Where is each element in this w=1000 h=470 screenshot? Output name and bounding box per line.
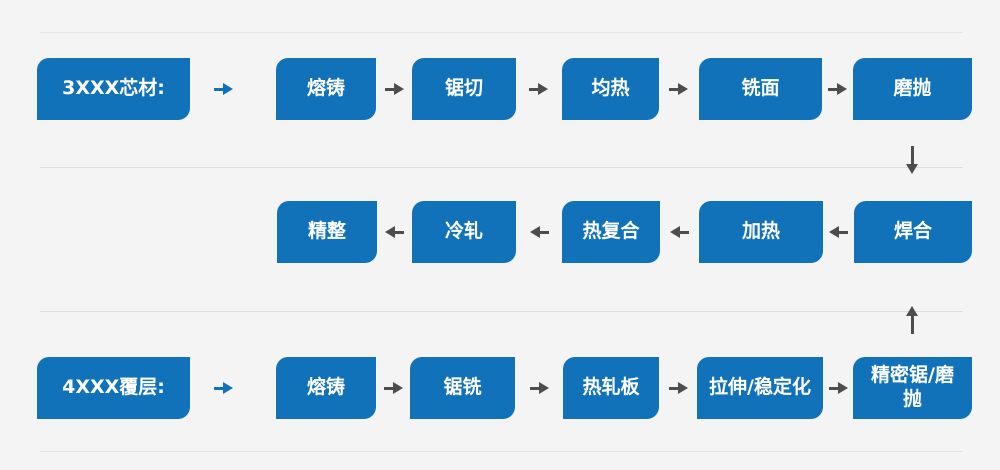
row1-label-box: 3XXX芯材: (37, 58, 190, 120)
arrow-left-icon (670, 226, 689, 238)
step-box-r2-s2: 冷轧 (412, 201, 516, 263)
arrow-right-icon (829, 382, 848, 394)
arrow-right-icon (385, 83, 404, 95)
arrow-right-icon (669, 83, 688, 95)
step-box-r3-s4: 拉伸/稳定化 (697, 357, 823, 419)
arrow-up-icon (906, 306, 918, 334)
step-box-r3-s1: 熔铸 (276, 357, 376, 419)
divider-top (40, 32, 963, 33)
step-box-r1-s2: 锯切 (412, 58, 516, 120)
step-box-r2-s1: 精整 (277, 201, 377, 263)
step-box-r3-s3: 热轧板 (563, 357, 659, 419)
step-box-r2-s5: 焊合 (854, 201, 972, 263)
step-box-r3-s5: 精密锯/磨抛 (853, 357, 972, 419)
step-box-r1-s5: 磨抛 (853, 58, 972, 120)
row3-label-box: 4XXX覆层: (37, 357, 190, 419)
step-box-r3-s2: 锯铣 (410, 357, 515, 419)
arrow-right-icon (669, 382, 688, 394)
arrow-down-icon (906, 146, 918, 174)
step-box-r2-s3: 热复合 (562, 201, 660, 263)
arrow-right-icon (214, 83, 233, 95)
step-box-r1-s4: 铣面 (699, 58, 822, 120)
arrow-right-icon (214, 382, 233, 394)
divider-row1-row2 (40, 167, 963, 168)
arrow-right-icon (530, 382, 549, 394)
divider-bottom (40, 451, 963, 452)
arrow-left-icon (530, 226, 549, 238)
arrow-right-icon (384, 382, 403, 394)
arrow-left-icon (385, 226, 404, 238)
step-box-r1-s1: 熔铸 (276, 58, 376, 120)
arrow-left-icon (829, 226, 848, 238)
step-box-r1-s3: 均热 (562, 58, 659, 120)
arrow-right-icon (529, 83, 548, 95)
divider-row2-row3 (40, 311, 963, 312)
arrow-right-icon (828, 83, 847, 95)
step-box-r2-s4: 加热 (699, 201, 823, 263)
